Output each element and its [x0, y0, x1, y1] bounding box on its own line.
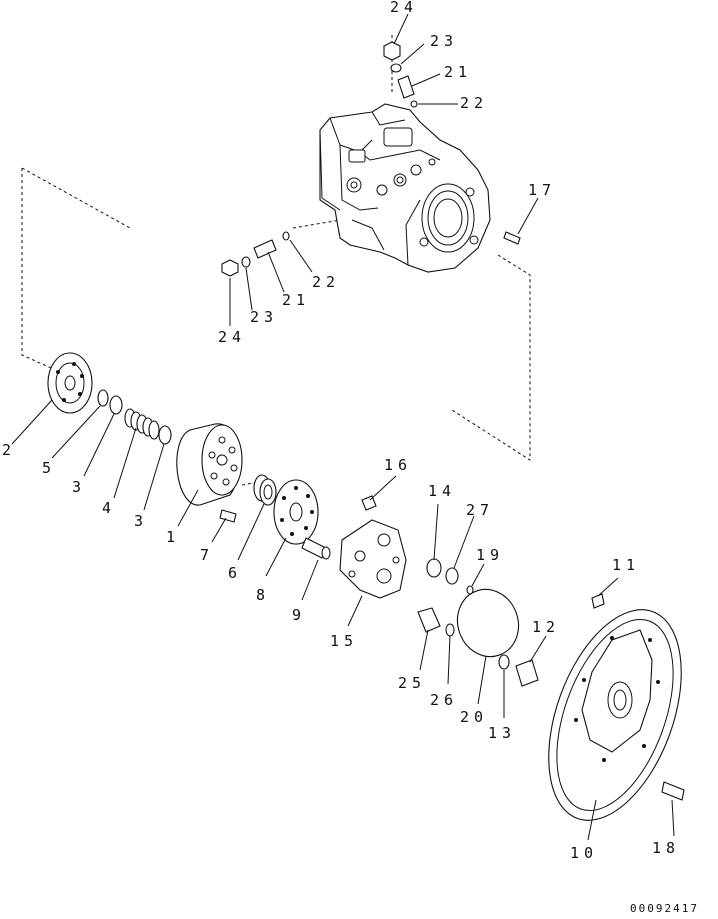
- label-16: 16: [384, 456, 412, 474]
- coupling-12: [515, 659, 539, 687]
- label-3a: 3: [72, 478, 86, 496]
- label-12: 12: [532, 618, 560, 636]
- label-2: 2: [2, 441, 16, 459]
- label-7: 7: [200, 546, 214, 564]
- label-14: 14: [428, 482, 456, 500]
- label-13: 13: [488, 724, 516, 742]
- oring-22-top: [410, 100, 418, 108]
- label-18: 18: [652, 839, 680, 857]
- washer-23-side: [241, 256, 251, 268]
- valve-plate-8: [273, 479, 319, 545]
- bolt-11: [591, 593, 605, 609]
- bolt-16: [361, 495, 377, 511]
- label-17: 17: [528, 181, 556, 199]
- bolt-18: [661, 781, 685, 801]
- pin-7: [219, 509, 237, 523]
- shaft-9: [301, 537, 327, 559]
- ring-13: [498, 654, 510, 670]
- label-23-top: 23: [430, 32, 458, 50]
- label-1: 1: [166, 528, 180, 546]
- charge-pump-group: [339, 495, 539, 687]
- label-24-top: 24: [390, 0, 418, 16]
- washer-23-top: [390, 63, 402, 73]
- label-10: 10: [570, 844, 598, 862]
- nut-24-side: [221, 259, 239, 277]
- rotating-group: [47, 352, 331, 560]
- label-25: 25: [398, 674, 426, 692]
- label-11: 11: [612, 556, 640, 574]
- label-26: 26: [430, 691, 458, 709]
- label-21-side: 21: [282, 291, 310, 309]
- fitting-25: [417, 607, 441, 633]
- oring-22-side: [282, 231, 290, 241]
- label-20: 20: [460, 708, 488, 726]
- plug-21-top: [397, 75, 415, 99]
- cover-15: [339, 519, 407, 599]
- label-23-side: 23: [250, 308, 278, 326]
- label-27: 27: [466, 501, 494, 519]
- label-21-top: 21: [444, 63, 472, 81]
- oring-20: [456, 588, 520, 658]
- bearing-6: [253, 474, 277, 506]
- label-22-side: 22: [312, 273, 340, 291]
- ring-5: [97, 389, 109, 407]
- label-22-top: 22: [460, 94, 488, 112]
- label-8: 8: [256, 586, 270, 604]
- oring-26: [445, 623, 455, 637]
- label-15: 15: [330, 632, 358, 650]
- pin-17: [503, 231, 521, 245]
- label-6: 6: [228, 564, 242, 582]
- leader-lines: [11, 13, 675, 841]
- plug-14: [426, 558, 442, 578]
- flange-10: [548, 593, 685, 821]
- oring-27: [445, 567, 459, 585]
- swash-plate-2: [47, 352, 93, 414]
- label-9: 9: [292, 606, 306, 624]
- top-fitting-parts: [383, 41, 418, 108]
- label-19: 19: [476, 546, 504, 564]
- label-24-side: 24: [218, 328, 246, 346]
- cylinder-block-1: [176, 423, 243, 506]
- document-code: 00092417: [630, 902, 699, 915]
- nut-24-top: [383, 41, 401, 61]
- plug-21-side: [253, 239, 277, 259]
- label-5: 5: [42, 459, 56, 477]
- spring-4: [124, 408, 160, 440]
- label-3b: 3: [134, 512, 148, 530]
- washer-3b: [158, 425, 172, 445]
- side-fitting-parts: [221, 231, 290, 277]
- label-4: 4: [102, 499, 116, 517]
- pump-case: [319, 103, 491, 273]
- washer-3a: [109, 395, 123, 415]
- part-labels: 24 23 21 22 17 22 21 23 24 2 5 3 4 3 1 7…: [2, 0, 680, 862]
